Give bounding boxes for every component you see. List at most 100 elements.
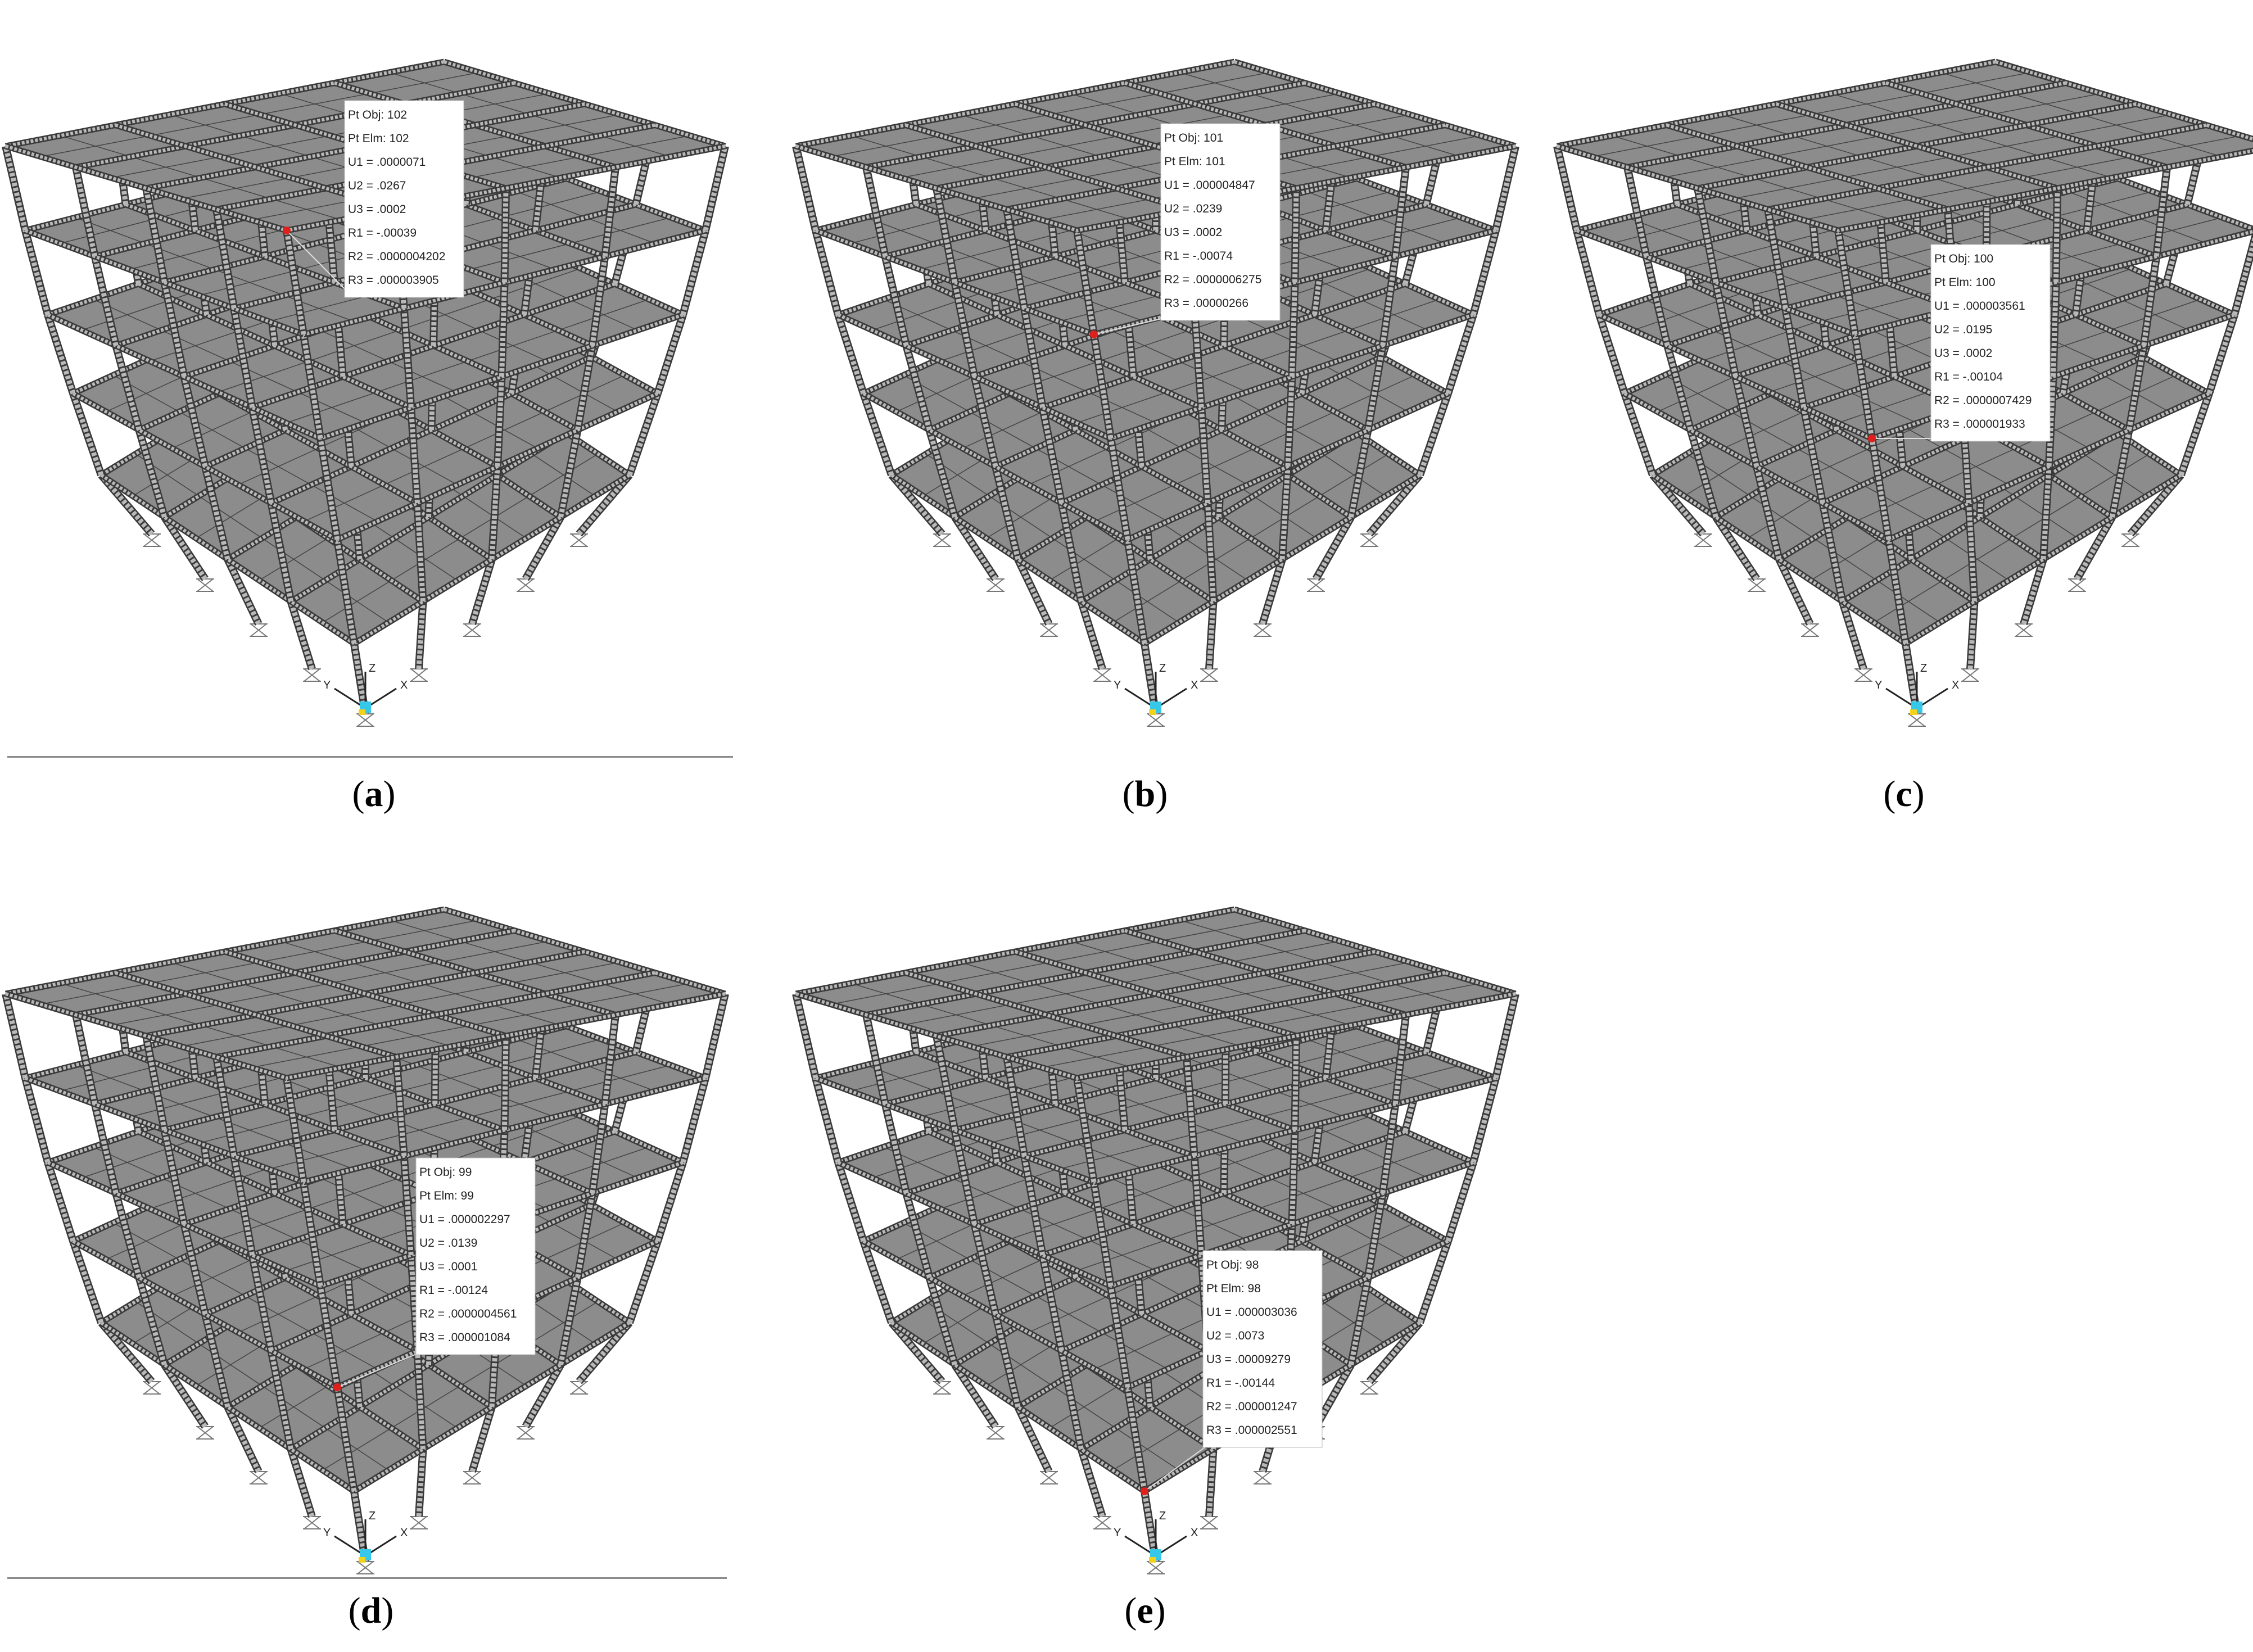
floor-slab-level-5 bbox=[795, 906, 1517, 1081]
axis-label-x: X bbox=[1191, 1527, 1198, 1539]
column bbox=[626, 1239, 662, 1324]
column bbox=[881, 255, 911, 347]
column bbox=[925, 429, 959, 518]
label-line: R3 = .000001933 bbox=[1934, 418, 2025, 431]
column bbox=[72, 166, 99, 257]
caption-open: ( bbox=[352, 773, 365, 814]
support-icon bbox=[250, 623, 268, 637]
selected-joint-point[interactable] bbox=[283, 227, 291, 234]
column bbox=[859, 392, 895, 477]
column bbox=[415, 601, 427, 669]
support-icon bbox=[570, 1381, 588, 1395]
column bbox=[1469, 229, 1500, 316]
column bbox=[1469, 1077, 1500, 1164]
selected-joint-point[interactable] bbox=[1090, 331, 1098, 338]
axis-label-z: Z bbox=[1920, 662, 1927, 675]
label-line: Pt Obj: 101 bbox=[1164, 132, 1223, 144]
column bbox=[1347, 1277, 1372, 1366]
column bbox=[1834, 229, 1859, 336]
divider-rule bbox=[7, 1577, 727, 1579]
axis-label-y: Y bbox=[1114, 1527, 1121, 1539]
column bbox=[812, 1077, 842, 1164]
column bbox=[488, 466, 501, 560]
column bbox=[283, 229, 307, 336]
column bbox=[1553, 145, 1581, 232]
column bbox=[415, 1449, 427, 1517]
column bbox=[1291, 188, 1300, 283]
label-line: U1 = .000002297 bbox=[419, 1213, 510, 1226]
column bbox=[135, 1277, 169, 1366]
panel-caption-e: (e) bbox=[1124, 1590, 1165, 1632]
column bbox=[679, 1077, 709, 1164]
support-icon bbox=[1748, 578, 1766, 592]
column bbox=[1205, 1449, 1218, 1517]
column bbox=[702, 993, 729, 1079]
column bbox=[142, 1035, 169, 1131]
axis-label-x: X bbox=[400, 679, 408, 691]
column bbox=[230, 307, 256, 409]
column bbox=[316, 437, 341, 541]
caption-open: ( bbox=[348, 1590, 361, 1631]
column bbox=[933, 187, 959, 283]
column bbox=[1712, 515, 1760, 581]
column bbox=[1444, 313, 1477, 395]
selected-joint-point[interactable] bbox=[1141, 1487, 1148, 1495]
column bbox=[902, 345, 934, 431]
column bbox=[522, 1363, 564, 1429]
selected-joint-point[interactable] bbox=[1868, 435, 1876, 442]
caption-close: ) bbox=[1155, 773, 1168, 814]
column bbox=[951, 282, 979, 378]
label-line: U2 = .0073 bbox=[1206, 1329, 1264, 1342]
column bbox=[576, 1320, 633, 1384]
column bbox=[1595, 313, 1628, 395]
support-icon bbox=[517, 578, 535, 592]
support-icon bbox=[2068, 578, 2086, 592]
column bbox=[1014, 557, 1053, 626]
column bbox=[2139, 256, 2161, 346]
column bbox=[1107, 437, 1132, 541]
column bbox=[500, 188, 510, 283]
column bbox=[1190, 308, 1206, 408]
column bbox=[248, 1254, 275, 1352]
column bbox=[933, 1035, 959, 1131]
support-icon bbox=[1040, 1471, 1058, 1484]
column bbox=[160, 1129, 188, 1225]
label-line: Pt Obj: 100 bbox=[1934, 252, 1993, 265]
column bbox=[1642, 255, 1672, 347]
support-icon bbox=[1147, 1561, 1165, 1574]
label-line: U2 = .0139 bbox=[419, 1237, 477, 1250]
column bbox=[1764, 209, 1790, 309]
support-icon bbox=[303, 1516, 321, 1529]
support-icon bbox=[1254, 623, 1272, 637]
support-icon bbox=[987, 1426, 1005, 1440]
column bbox=[468, 1405, 496, 1473]
column bbox=[21, 1077, 52, 1164]
column bbox=[1073, 229, 1098, 336]
column bbox=[834, 313, 867, 395]
column bbox=[1868, 437, 1893, 541]
column bbox=[230, 1155, 256, 1256]
column bbox=[2152, 166, 2171, 257]
column bbox=[654, 1161, 687, 1243]
label-line: U2 = .0267 bbox=[348, 179, 406, 192]
support-icon bbox=[1908, 713, 1926, 727]
column bbox=[951, 1363, 999, 1429]
column bbox=[2039, 466, 2053, 560]
leader-line bbox=[337, 1351, 422, 1388]
column bbox=[500, 1035, 510, 1130]
support-icon bbox=[933, 1381, 951, 1395]
label-line: R1 = -.00039 bbox=[348, 227, 417, 239]
axis-triad: XYZ bbox=[323, 1510, 408, 1563]
column bbox=[1124, 538, 1148, 645]
column bbox=[300, 333, 324, 440]
caption-letter: b bbox=[1134, 773, 1156, 814]
support-icon bbox=[303, 668, 321, 682]
column bbox=[300, 1181, 324, 1287]
column bbox=[573, 345, 596, 431]
selected-joint-point[interactable] bbox=[333, 1383, 341, 1391]
support-icon bbox=[1961, 668, 1979, 682]
